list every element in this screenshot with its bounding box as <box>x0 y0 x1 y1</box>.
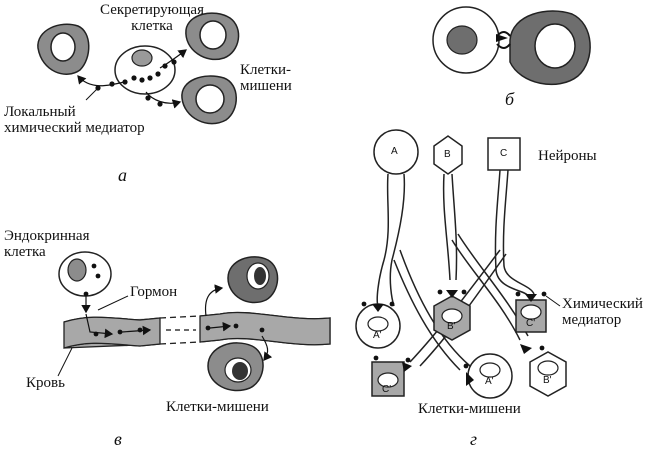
target-cell-c-prime <box>371 355 412 397</box>
target-cell <box>185 12 240 61</box>
secreting-cell-label-line1: Секретирующая <box>100 2 204 18</box>
target-cells-label-a: Клетки- мишени <box>240 62 292 94</box>
target-cell-a-prime <box>463 353 513 399</box>
target-b-prime-letter-2: B' <box>543 375 552 386</box>
target-cells-label-d: Клетки-мишени <box>418 401 521 417</box>
neuron-b-letter: B <box>444 149 451 160</box>
panel-d-caption: г <box>470 429 478 449</box>
target-cell-a-prime <box>355 301 401 349</box>
target-cell <box>227 256 279 304</box>
target-cell-b-prime <box>520 344 567 397</box>
neurons-label: Нейроны <box>538 148 597 164</box>
panel-a-diagram <box>37 12 240 125</box>
panel-d-diagram <box>355 129 567 399</box>
target-cell <box>509 10 591 86</box>
target-cell-b-prime <box>433 289 471 341</box>
endocrine-cell-label-line1: Эндокринная <box>4 228 90 244</box>
target-cell <box>207 342 264 392</box>
blood-vessel <box>63 284 331 361</box>
secreting-cell-label-line2: клетка <box>131 18 173 34</box>
target-cell-c-prime <box>515 291 547 333</box>
target-c-prime-letter: C' <box>526 318 536 329</box>
panel-a-caption: а <box>118 165 127 185</box>
target-a-prime-letter: A' <box>373 330 382 341</box>
neuron-c-letter: C <box>500 148 508 159</box>
chemical-mediator-label: Химический медиатор <box>562 296 643 328</box>
local-mediator-label-line2: химический медиатор <box>4 120 145 136</box>
target-cell <box>37 23 90 75</box>
target-cell <box>181 75 237 125</box>
target-cells-label-c: Клетки-мишени <box>166 399 269 415</box>
panel-c-diagram <box>57 251 331 392</box>
neuron-a-letter: A <box>391 146 398 157</box>
panel-b-diagram <box>432 6 591 86</box>
chemical-mediator-label-line1: Химический <box>562 296 643 312</box>
signaling-cell <box>432 6 500 74</box>
endocrine-cell-label-line2: клетка <box>4 244 46 260</box>
secretory-cell <box>114 45 176 95</box>
panel-b-caption: б <box>505 89 515 109</box>
signal-arrows <box>77 49 187 109</box>
target-b-prime-letter: B' <box>447 321 456 332</box>
target-a-prime-letter-2: A' <box>485 376 494 387</box>
contact-junction <box>496 31 511 49</box>
chemical-mediator-label-line2: медиатор <box>562 312 622 328</box>
neuron-b <box>433 135 529 341</box>
target-cells-label-a-line2: мишени <box>240 78 292 94</box>
endocrine-cell-label: Эндокринная клетка <box>4 228 90 260</box>
target-c-prime-letter-2: C' <box>382 384 392 395</box>
local-mediator-label: Локальный химический медиатор <box>4 104 145 136</box>
neuron-a <box>373 129 471 371</box>
endocrine-cell <box>58 251 112 314</box>
secreting-cell-label: Секретирующая клетка <box>92 2 212 34</box>
target-cells-label-a-line1: Клетки- <box>240 62 292 78</box>
panel-c-caption: в <box>114 429 122 449</box>
blood-label: Кровь <box>26 375 65 391</box>
local-mediator-label-line1: Локальный <box>4 104 76 120</box>
hormone-label: Гормон <box>130 284 178 300</box>
